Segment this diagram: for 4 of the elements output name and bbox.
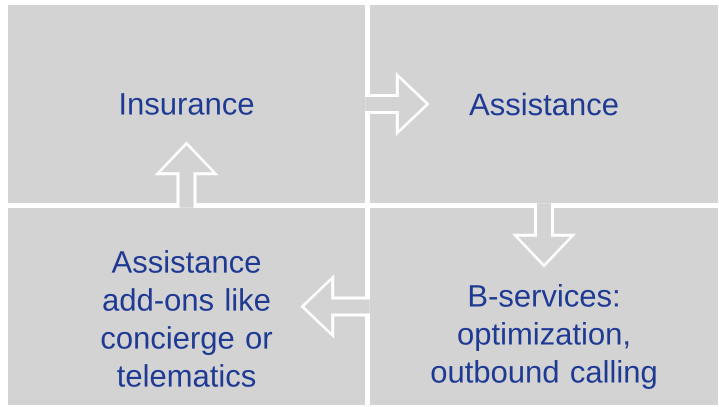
quadrant-box: Assistance add-ons like concierge or telematics (8, 208, 365, 405)
quadrant-box: Insurance (8, 5, 365, 203)
quadrant-box: B-services: optimization, outbound calling (370, 208, 718, 405)
quadrant-box: Assistance (370, 5, 718, 203)
